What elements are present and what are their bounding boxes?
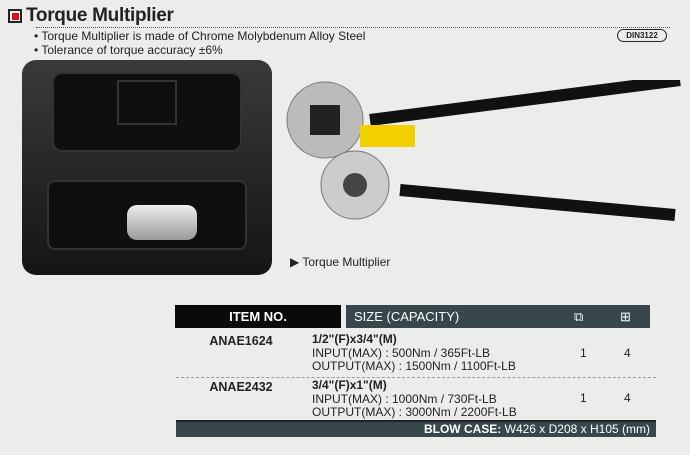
qty-box: 1 — [580, 391, 587, 405]
size-cell: 3/4"(F)x1"(M)INPUT(MAX) : 1000Nm / 730Ft… — [312, 378, 517, 420]
output: OUTPUT(MAX) : 1500Nm / 1100Ft-LB — [312, 359, 516, 373]
case-dimensions: BLOW CASE: W426 x D208 x H105 (mm) — [176, 420, 656, 437]
item-number: ANAE2432 — [209, 380, 273, 394]
red-square-icon — [8, 9, 22, 23]
item-number: ANAE1624 — [209, 334, 273, 348]
section-title: Torque Multiplier — [8, 5, 174, 27]
din-badge: DIN3122 — [617, 29, 667, 42]
output: OUTPUT(MAX) : 3000Nm / 2200Ft-LB — [312, 405, 517, 419]
row-divider — [176, 377, 656, 378]
bullet-text: Torque Multiplier is made of Chrome Moly… — [41, 29, 366, 43]
footer-value: W426 x D208 x H105 (mm) — [501, 422, 650, 436]
case-image — [22, 60, 272, 275]
qty-carton: 4 — [624, 391, 631, 405]
wrench-image — [286, 80, 681, 221]
image-caption: ▶ Torque Multiplier — [290, 255, 391, 269]
box-icon: ⧉ — [574, 309, 584, 324]
header-item-no: ITEM NO. — [175, 305, 341, 328]
title-text: Torque Multiplier — [26, 5, 174, 26]
size: 3/4"(F)x1"(M) — [312, 378, 387, 392]
bullet-2: • Tolerance of torque accuracy ±6% — [34, 43, 223, 57]
input: INPUT(MAX) : 1000Nm / 730Ft-LB — [312, 391, 497, 406]
footer-label: BLOW CASE: — [423, 422, 502, 436]
divider — [36, 27, 670, 28]
input: INPUT(MAX) : 500Nm / 365Ft-LB — [312, 345, 491, 360]
size: 1/2"(F)x3/4"(M) — [312, 332, 397, 346]
qty-carton: 4 — [624, 346, 631, 360]
size-cell: 1/2"(F)x3/4"(M)INPUT(MAX) : 500Nm / 365F… — [312, 332, 516, 374]
bullet-1: • Torque Multiplier is made of Chrome Mo… — [34, 29, 366, 43]
qty-box: 1 — [580, 346, 587, 360]
caption-text: Torque Multiplier — [302, 255, 391, 269]
header-size-text: SIZE (CAPACITY) — [354, 309, 460, 324]
bullet-text: Tolerance of torque accuracy ±6% — [41, 43, 223, 57]
carton-icon: ⊞ — [620, 309, 631, 324]
header-size: SIZE (CAPACITY) ⧉ ⊞ — [346, 305, 650, 328]
